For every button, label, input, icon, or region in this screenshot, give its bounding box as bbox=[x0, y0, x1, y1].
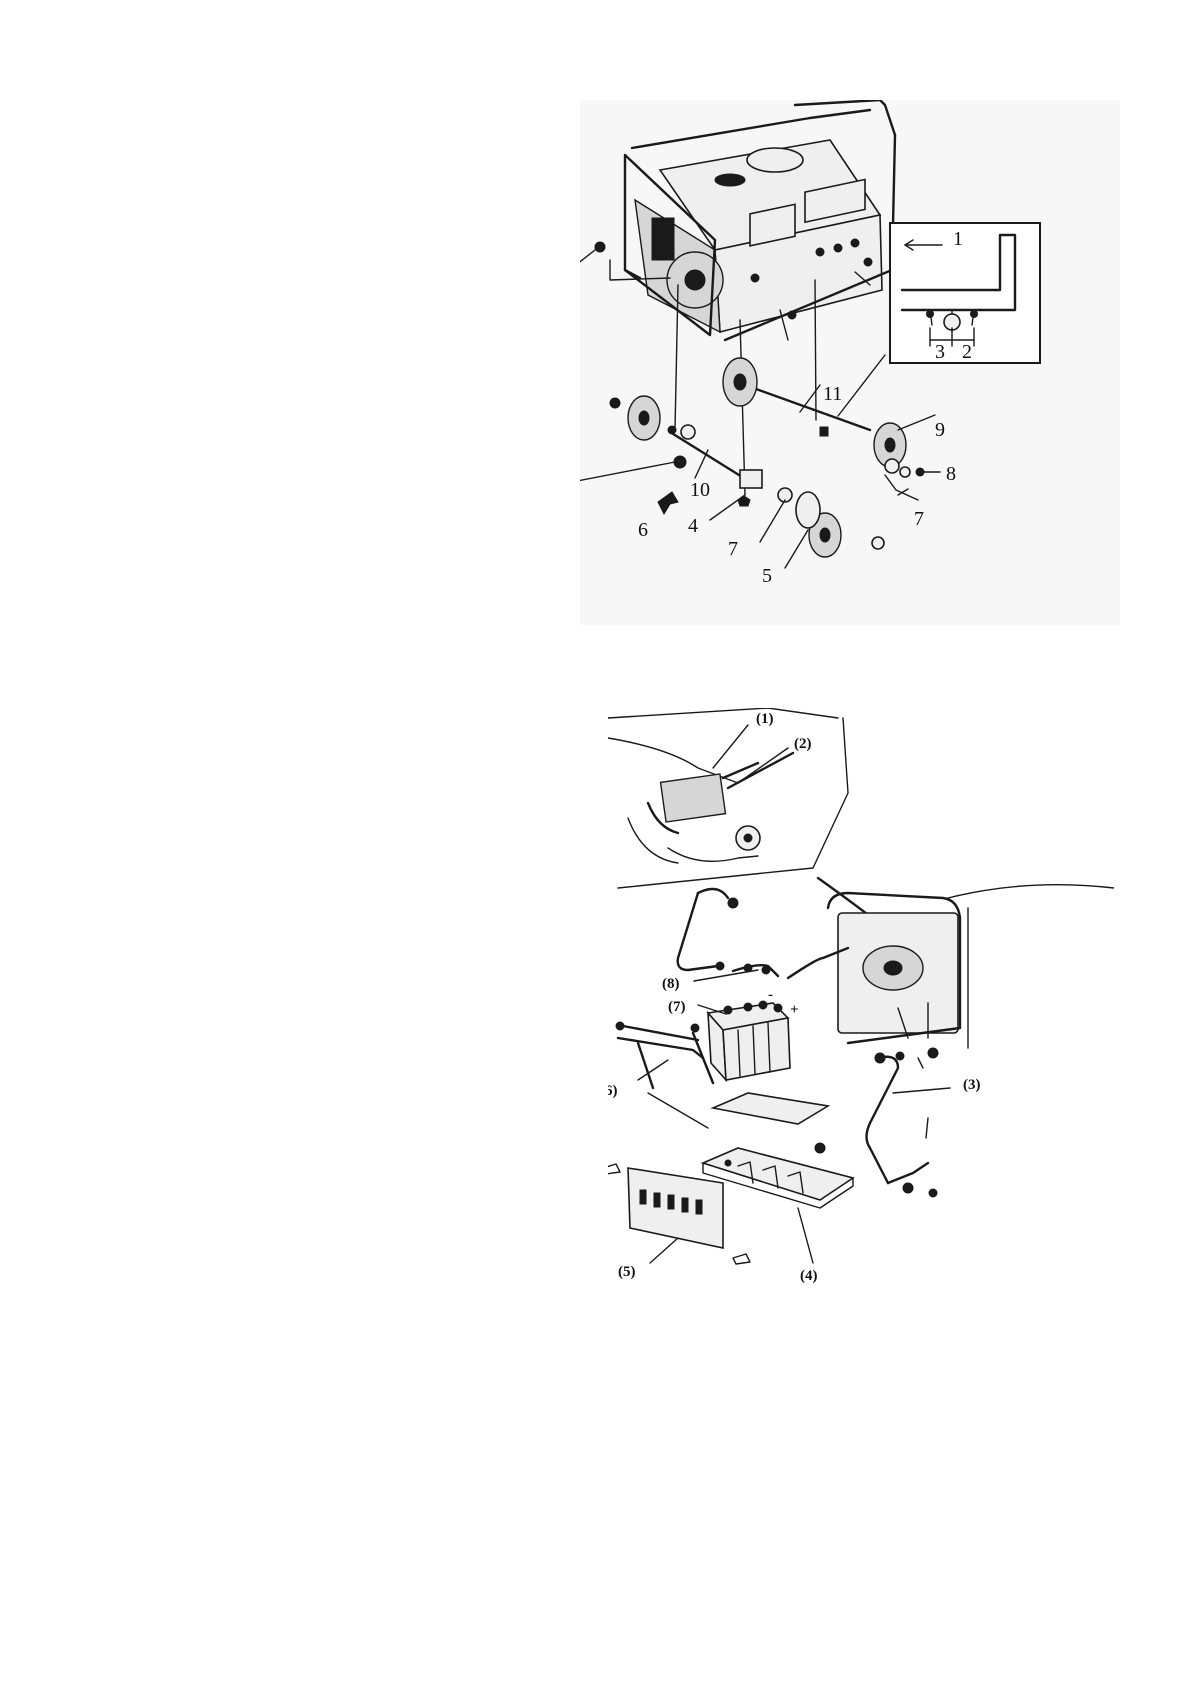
front-axle bbox=[609, 395, 842, 558]
inset-label-arrow: 1 bbox=[953, 228, 963, 250]
callout-10: 10 bbox=[690, 479, 710, 501]
callout-7-front: 7 bbox=[728, 538, 738, 560]
callout-arrows bbox=[580, 249, 941, 569]
tray-leader bbox=[647, 1092, 709, 1129]
callout-2: (2) bbox=[794, 736, 812, 752]
callout-8: 8 bbox=[946, 463, 956, 485]
callout-6: 6 bbox=[638, 519, 648, 541]
battery-kit-diagram: - + bbox=[608, 708, 1114, 1388]
battery-tray bbox=[700, 1147, 855, 1209]
battery-cables bbox=[731, 946, 850, 980]
inset-label-right: 2 bbox=[962, 341, 972, 363]
battery-pad bbox=[710, 1092, 831, 1125]
battery-support-frame bbox=[814, 1051, 938, 1198]
axle-detail-inset: 1 3 2 bbox=[889, 222, 1041, 364]
callout-4: 4 bbox=[688, 515, 698, 537]
battery-hold-down bbox=[615, 1021, 715, 1090]
battery-kit-drawing: - + bbox=[608, 708, 1114, 1284]
assembly-leader-lines bbox=[609, 259, 871, 496]
wheel-washers-right bbox=[871, 458, 925, 550]
inset-label-left: 3 bbox=[935, 341, 945, 363]
wheel-kit-drawing: 1 3 2 bbox=[580, 100, 1120, 625]
callout-7-rear: 7 bbox=[914, 508, 924, 530]
front-cover bbox=[608, 1163, 751, 1265]
callout-11: 11 bbox=[823, 383, 842, 405]
callout-5: (5) bbox=[618, 1264, 636, 1280]
callout-leaders bbox=[637, 724, 951, 1264]
callout-7: (7) bbox=[668, 999, 686, 1015]
starter-detail-view bbox=[608, 708, 849, 889]
battery-terminal-minus: - bbox=[768, 987, 773, 1003]
callout-9: 9 bbox=[935, 419, 945, 441]
generator-frame-battery-view bbox=[826, 883, 1114, 1059]
frame-bolts bbox=[594, 241, 873, 320]
callout-8: (8) bbox=[662, 976, 680, 992]
callout-6: (6) bbox=[608, 1083, 618, 1099]
rear-axle bbox=[722, 354, 907, 468]
callout-3: (3) bbox=[963, 1077, 981, 1093]
generator-frame bbox=[634, 139, 883, 334]
callout-1: (1) bbox=[756, 711, 774, 727]
callout-5: 5 bbox=[762, 565, 772, 587]
battery: - + bbox=[706, 987, 799, 1083]
battery-terminal-plus: + bbox=[790, 1002, 799, 1018]
top-handle bbox=[676, 887, 739, 972]
wheel-kit-diagram: 1 3 2 bbox=[580, 100, 1120, 625]
callout-4: (4) bbox=[800, 1268, 818, 1284]
